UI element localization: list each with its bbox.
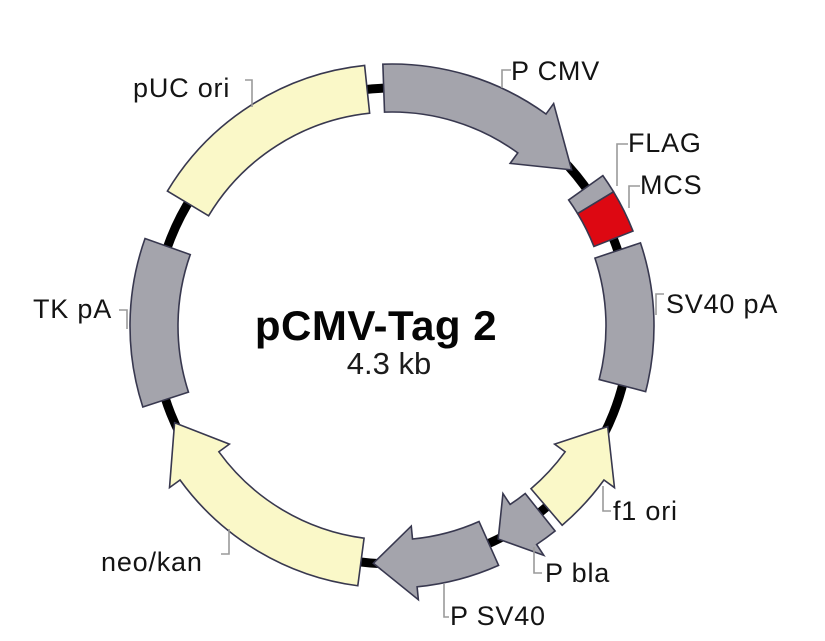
plasmid-title: pCMV-Tag 2	[255, 302, 497, 349]
feature-label-flag: FLAG	[628, 128, 702, 158]
feature-neo-kan	[168, 421, 365, 587]
feature-label-sv40-pa: SV40 pA	[666, 289, 778, 319]
feature-label-neo-kan: neo/kan	[101, 547, 203, 577]
feature-label-p-cmv: P CMV	[511, 56, 600, 86]
leader-line-p-cmv	[501, 69, 511, 88]
feature-label-f1-ori: f1 ori	[613, 496, 678, 526]
feature-label-mcs: MCS	[640, 170, 702, 200]
feature-mcs	[576, 190, 635, 248]
leader-line-flag	[616, 143, 628, 186]
feature-p-sv40	[372, 520, 500, 602]
feature-f1-ori	[529, 425, 616, 527]
feature-label-p-bla: P bla	[545, 558, 610, 588]
feature-label-tk-pa: TK pA	[33, 294, 112, 324]
leader-line-p-bla	[533, 547, 542, 574]
feature-label-p-sv40: P SV40	[450, 601, 546, 631]
feature-puc-ori	[166, 64, 371, 217]
feature-p-bla	[497, 491, 557, 557]
feature-p-cmv	[382, 63, 573, 171]
leader-line-tk-pa	[119, 309, 128, 329]
plasmid-size: 4.3 kb	[347, 346, 431, 381]
leader-line-neo-kan	[221, 529, 230, 555]
feature-tk-pa	[129, 237, 192, 408]
feature-label-puc-ori: pUC ori	[133, 73, 230, 103]
leader-line-puc-ori	[245, 79, 253, 107]
leader-line-p-sv40	[443, 584, 449, 618]
leader-line-f1-ori	[602, 486, 611, 512]
feature-sv40-pa	[593, 241, 655, 393]
leader-line-mcs	[628, 185, 640, 208]
leader-line-sv40-pa	[655, 293, 664, 315]
